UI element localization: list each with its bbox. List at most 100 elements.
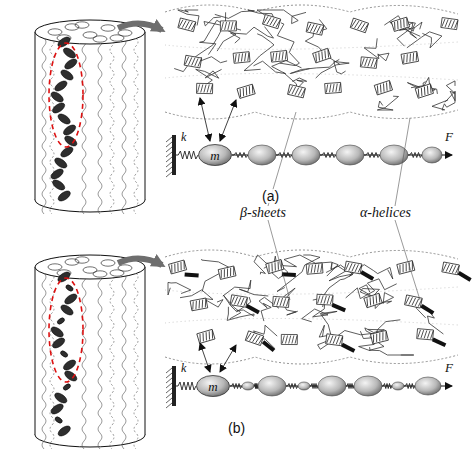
helix-glyph xyxy=(370,330,388,343)
wall-hatch xyxy=(166,373,172,378)
helix-turn xyxy=(204,84,206,92)
cylinder-side xyxy=(145,32,146,200)
amorphous-chain xyxy=(445,81,455,102)
wall-hatch xyxy=(166,378,172,383)
twisted-fibril xyxy=(49,325,65,339)
helix-turn xyxy=(405,54,408,62)
helix-turn xyxy=(219,270,223,278)
helix-glyph xyxy=(364,293,382,308)
sheet-bar xyxy=(432,338,446,348)
helix-turn xyxy=(330,296,332,304)
helix-turn xyxy=(179,262,183,270)
helix-turn xyxy=(289,86,293,94)
twisted-fibril xyxy=(63,292,79,306)
cylinder-side xyxy=(35,32,36,200)
helix-turn xyxy=(409,297,413,305)
helix-turn xyxy=(449,264,452,272)
fibril-line xyxy=(122,273,126,449)
cylinder-side xyxy=(35,267,36,435)
leader-arrow xyxy=(200,343,210,372)
helix-turn xyxy=(382,83,386,91)
helix-coil xyxy=(288,85,306,98)
helix-coil xyxy=(364,293,382,308)
fibril-end xyxy=(101,25,115,31)
fibril-line xyxy=(134,38,138,214)
strand-boundary xyxy=(165,287,458,294)
helix-turn xyxy=(280,298,283,306)
helix-turn xyxy=(204,299,207,307)
helix-glyph xyxy=(415,84,433,98)
helix-turn xyxy=(327,335,330,343)
amorphous-chain xyxy=(384,16,420,37)
wall-hatch xyxy=(166,172,172,177)
helix-glyph xyxy=(178,18,196,32)
fibril-end xyxy=(110,35,124,41)
twisted-fibril xyxy=(56,112,72,126)
helix-turn xyxy=(185,56,188,64)
helix-turn xyxy=(412,53,415,61)
helix-turn xyxy=(274,297,277,305)
fixed-wall xyxy=(172,135,176,175)
helix-turn xyxy=(238,89,242,97)
panel-label: (a) xyxy=(262,189,279,203)
helix-turn xyxy=(352,263,355,271)
helix-coil xyxy=(417,329,434,340)
helix-turn xyxy=(201,333,205,341)
helix-turn xyxy=(232,267,236,275)
spring-symbol xyxy=(286,384,298,389)
helix-turn xyxy=(358,265,361,273)
helix-turn xyxy=(247,53,250,61)
wall-hatch xyxy=(166,147,172,152)
helix-glyph xyxy=(230,295,247,307)
mass-bead xyxy=(258,376,286,396)
fibril-end xyxy=(48,264,62,270)
helix-coil xyxy=(401,51,419,64)
spring-symbol xyxy=(230,384,242,389)
helix-turn xyxy=(335,84,338,92)
helix-coil xyxy=(197,329,215,343)
structure-label: β-sheets xyxy=(240,206,286,220)
helix-turn xyxy=(374,59,377,67)
spring-symbol xyxy=(176,382,196,390)
helix-glyph xyxy=(281,334,297,344)
spring-constant: k xyxy=(181,131,186,143)
helix-turn xyxy=(402,19,406,27)
spring-symbol xyxy=(176,151,198,159)
mass-label: m xyxy=(208,380,217,393)
mass-bead xyxy=(318,376,346,396)
helix-turn xyxy=(225,22,227,30)
twisted-fibril xyxy=(53,79,69,93)
helix-turn xyxy=(307,265,310,273)
helix-turn xyxy=(416,89,420,97)
sheet-bar xyxy=(420,304,434,315)
twisted-fibril xyxy=(53,156,69,170)
helix-turn xyxy=(281,52,284,60)
helix-turn xyxy=(426,86,430,94)
helix-turn xyxy=(278,52,281,60)
helix-turn xyxy=(372,334,376,342)
wall-hatch xyxy=(166,167,172,172)
amorphous-chain xyxy=(168,282,191,295)
fixed-wall xyxy=(172,366,176,406)
helix-turn xyxy=(330,335,333,343)
helix-glyph xyxy=(169,260,187,274)
helix-coil xyxy=(306,22,324,35)
amorphous-chain xyxy=(230,27,273,43)
helix-turn xyxy=(292,336,294,344)
helix-turn xyxy=(324,296,326,304)
helix-turn xyxy=(198,84,200,92)
twisted-fibril xyxy=(51,101,67,115)
helix-coil xyxy=(245,331,263,346)
helix-turn xyxy=(310,265,313,273)
mass-bead xyxy=(354,376,382,396)
helix-turn xyxy=(365,58,368,66)
helix-turn xyxy=(286,298,289,306)
twisted-fibril xyxy=(59,303,75,317)
helix-turn xyxy=(267,17,271,25)
spring-symbol xyxy=(254,384,258,389)
wall-hatch xyxy=(166,388,172,393)
helix-turn xyxy=(424,330,427,338)
twisted-fibril xyxy=(53,391,69,405)
twisted-fibril xyxy=(62,46,78,60)
